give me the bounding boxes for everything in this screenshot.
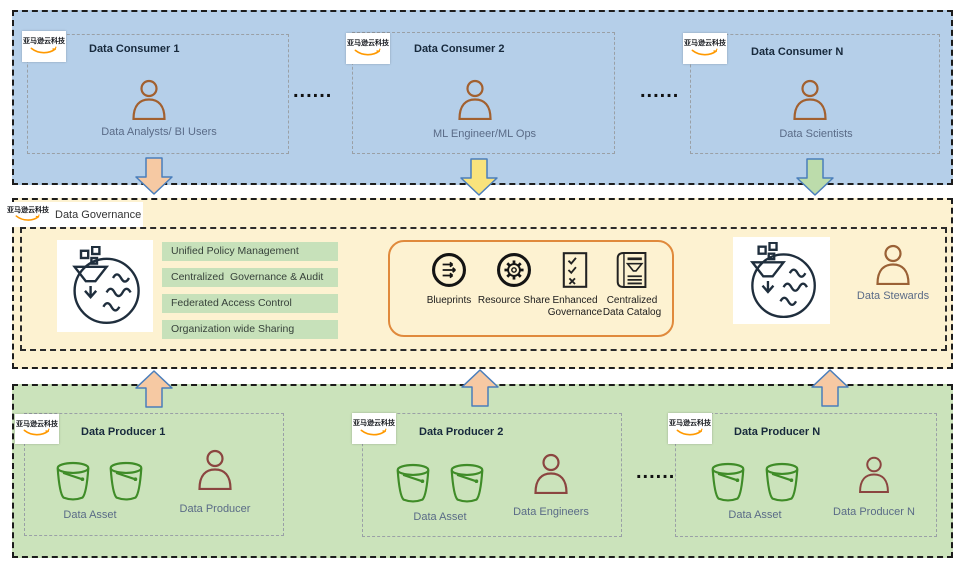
data-catalog-icon	[615, 248, 649, 292]
governance-inner-box	[20, 227, 947, 351]
asset-label: Data Asset	[63, 509, 117, 521]
up-arrow	[461, 369, 499, 407]
amazon-smile-icon	[676, 428, 703, 436]
down-arrow-yellow	[460, 158, 498, 196]
steward-label: Data Stewards	[856, 290, 930, 302]
person-icon	[790, 78, 830, 120]
consumer-box-title: Data Consumer 1	[89, 43, 180, 55]
governance-services-box	[388, 240, 674, 337]
person-icon	[856, 454, 892, 494]
aws-brand-badge: 亚马逊云科技	[346, 33, 390, 64]
aws-brand-badge: 亚马逊云科技	[683, 33, 727, 64]
amazon-smile-icon	[15, 214, 40, 222]
service-label: Enhanced Governance	[547, 295, 603, 318]
bucket-icon	[710, 461, 746, 503]
service-centralized-data-catalog: Centralized Data Catalog	[600, 248, 664, 319]
bucket-icon	[449, 462, 485, 504]
aws-brand-logo: 亚马逊云科技	[7, 207, 49, 223]
aws-brand-badge: 亚马逊云科技	[15, 414, 59, 444]
amazon-smile-icon	[354, 48, 381, 56]
producers-band: Data Producer 1 Data Asset Data Producer…	[12, 384, 953, 558]
service-resource-share: Resource Share	[475, 248, 553, 307]
bucket-icon	[108, 460, 144, 502]
service-blueprints: Blueprints	[410, 248, 488, 307]
consumer-box-title: Data Consumer 2	[414, 43, 505, 55]
producer-box-title: Data Producer 1	[81, 426, 166, 438]
lake-formation-icon	[57, 240, 153, 332]
person-icon	[195, 448, 235, 490]
down-arrow-peach	[135, 157, 173, 195]
service-label: Blueprints	[426, 295, 472, 306]
producer-box-2: Data Producer 2 Data Asset Data Engineer…	[362, 413, 622, 537]
producer-role-label: Data Engineers	[513, 506, 589, 518]
amazon-smile-icon	[23, 428, 50, 436]
amazon-smile-icon	[360, 428, 387, 436]
up-arrow	[811, 369, 849, 407]
amazon-smile-icon	[30, 46, 57, 54]
consumer-box-2: Data Consumer 2 ML Engineer/ML Ops	[352, 32, 615, 154]
policy-row: Unified Policy Management	[162, 242, 338, 261]
aws-brand-badge: 亚马逊云科技	[668, 413, 712, 444]
aws-brand-badge: 亚马逊云科技	[22, 31, 66, 62]
policy-row: Centralized Governance & Audit	[162, 268, 338, 287]
policy-row: Organization wide Sharing	[162, 320, 338, 339]
service-enhanced-governance: Enhanced Governance	[541, 248, 609, 319]
consumer-role-label: ML Engineer/ML Ops	[432, 128, 537, 140]
consumer-box-1: Data Consumer 1 Data Analysts/ BI Users	[27, 34, 289, 154]
person-icon	[129, 78, 169, 120]
person-icon	[531, 452, 571, 494]
lake-formation-icon	[733, 237, 830, 324]
aws-brand-badge: 亚马逊云科技	[352, 413, 396, 444]
producer-box-3: Data Producer N Data Asset Data Producer…	[675, 413, 937, 537]
blueprints-icon	[429, 248, 469, 292]
governance-label: 亚马逊云科技 Data Governance	[3, 202, 143, 227]
producer-box-1: Data Producer 1 Data Asset Data Producer	[24, 413, 284, 536]
consumer-role-label: Data Scientists	[779, 128, 853, 140]
bucket-icon	[55, 460, 91, 502]
amazon-smile-icon	[691, 48, 718, 56]
producer-role-label: Data Producer	[179, 503, 251, 515]
ellipsis-dots: ......	[636, 461, 676, 483]
service-label: Centralized Data Catalog	[602, 295, 662, 318]
asset-label: Data Asset	[413, 511, 467, 523]
bucket-icon	[764, 461, 800, 503]
policy-row: Federated Access Control	[162, 294, 338, 313]
service-label: Resource Share	[477, 295, 551, 306]
bucket-icon	[395, 462, 431, 504]
ellipsis-dots: ......	[640, 80, 680, 102]
consumer-box-title: Data Consumer N	[751, 46, 844, 58]
producer-role-label: Data Producer N	[833, 506, 915, 518]
down-arrow-green	[796, 158, 834, 196]
checklist-icon	[561, 248, 589, 292]
producer-box-title: Data Producer 2	[419, 426, 504, 438]
asset-label: Data Asset	[728, 509, 782, 521]
up-arrow	[135, 370, 173, 408]
consumer-box-3: Data Consumer N Data Scientists	[690, 34, 940, 154]
ellipsis-dots: ......	[293, 80, 333, 102]
consumers-band: Data Consumer 1 Data Analysts/ BI Users …	[12, 10, 953, 185]
person-icon	[873, 243, 913, 285]
producer-box-title: Data Producer N	[734, 426, 821, 438]
consumer-role-label: Data Analysts/ BI Users	[101, 126, 217, 138]
gear-icon	[494, 248, 534, 292]
person-icon	[455, 78, 495, 120]
